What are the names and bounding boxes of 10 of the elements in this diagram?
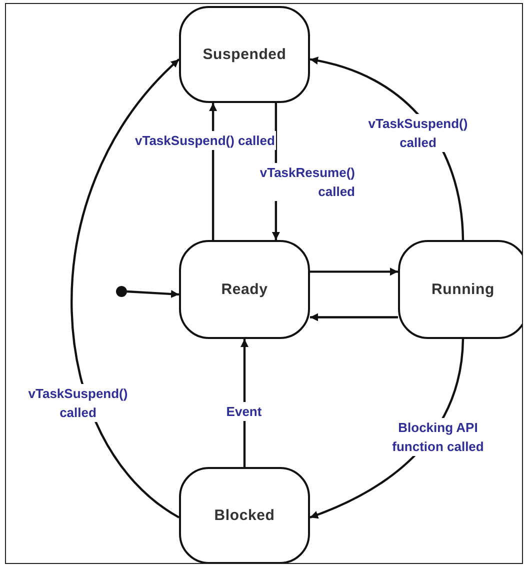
arrow [70, 58, 180, 518]
arrow [310, 268, 398, 276]
initial-state-dot [116, 286, 127, 297]
state-box: Ready [179, 240, 310, 339]
state-box: Running [398, 240, 522, 339]
state-box: Suspended [179, 6, 310, 103]
arrow [126, 290, 180, 298]
state-box: Blocked [179, 467, 310, 563]
edge-label: vTaskSuspend() called [134, 131, 276, 150]
arrow [310, 313, 398, 322]
